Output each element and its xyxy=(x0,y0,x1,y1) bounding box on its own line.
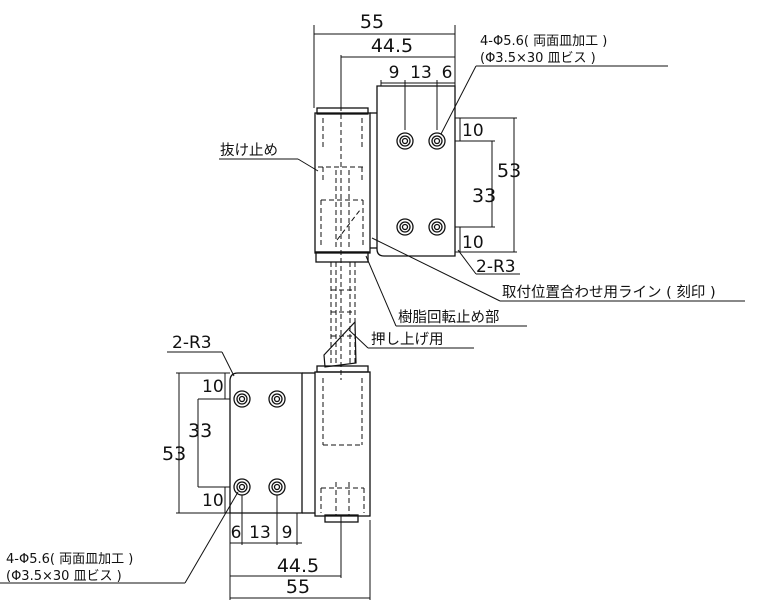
bottom-labels: 2-R3 10 33 53 10 6 13 9 44.5 55 4-Φ5.6( … xyxy=(6,333,319,598)
bottom-radius: 2-R3 xyxy=(172,333,212,353)
bottom-dim-pin: 44.5 xyxy=(277,555,319,577)
top-dim-pitch: 33 xyxy=(472,185,496,207)
bottom-hole-note-1: 4-Φ5.6( 両面皿加工 ) xyxy=(6,552,133,567)
bottom-dim-width: 55 xyxy=(286,576,310,598)
top-radius: 2-R3 xyxy=(476,257,516,277)
callout-push-lift: 押し上げ用 xyxy=(371,331,444,348)
top-knuckle xyxy=(314,112,371,254)
bottom-dim-h2: 13 xyxy=(249,523,271,543)
bottom-hidden-lines xyxy=(320,378,365,515)
callout-mark-line: 取付位置合わせ用ライン ( 刻印 ) xyxy=(502,284,716,301)
callout-labels: 抜け止め 取付位置合わせ用ライン ( 刻印 ) 樹脂回転止め部 押し上げ用 xyxy=(220,142,716,348)
top-knuckle-cap xyxy=(316,107,369,115)
top-screw-holes xyxy=(396,132,446,236)
bottom-leaf xyxy=(229,372,303,514)
bottom-dim-h1: 6 xyxy=(231,523,242,543)
bottom-dim-top: 10 xyxy=(202,377,224,397)
top-knuckle-foot xyxy=(315,251,369,263)
bottom-dim-pitch: 33 xyxy=(188,420,212,442)
bottom-hole-note-2: (Φ3.5×30 皿ビス ) xyxy=(6,569,122,584)
top-hole-note-2: (Φ3.5×30 皿ビス ) xyxy=(480,51,596,66)
top-hinge xyxy=(313,25,668,275)
top-dim-h3: 6 xyxy=(442,63,453,83)
top-dim-width: 55 xyxy=(360,11,384,33)
bottom-knuckle-cap xyxy=(316,365,369,373)
bottom-hinge xyxy=(0,351,371,600)
top-dim-top: 10 xyxy=(462,121,484,141)
callout-resin-stop: 樹脂回転止め部 xyxy=(398,309,500,326)
top-dim-pin: 44.5 xyxy=(371,35,413,57)
top-dim-bottom: 10 xyxy=(462,233,484,253)
top-dim-h2: 13 xyxy=(410,63,432,83)
top-labels: 55 44.5 9 13 6 10 53 33 10 2-R3 4-Φ5.6( … xyxy=(360,11,607,277)
top-hidden-lines xyxy=(318,118,366,250)
top-leaf xyxy=(376,85,456,257)
bottom-dimensions xyxy=(0,351,371,600)
top-hole-note-1: 4-Φ5.6( 両面皿加工 ) xyxy=(480,34,607,49)
top-dim-h1: 9 xyxy=(389,63,400,83)
top-dimensions xyxy=(313,25,668,275)
callout-leaders xyxy=(219,158,745,349)
pin xyxy=(330,106,356,380)
bottom-dim-height: 53 xyxy=(162,443,186,465)
top-dim-height: 53 xyxy=(497,160,521,182)
push-up-tab xyxy=(323,320,357,368)
bottom-dim-h3: 9 xyxy=(282,523,293,543)
bottom-dim-bottom: 10 xyxy=(202,491,224,511)
callout-stopper: 抜け止め xyxy=(220,142,278,159)
bottom-screw-holes xyxy=(233,390,286,496)
